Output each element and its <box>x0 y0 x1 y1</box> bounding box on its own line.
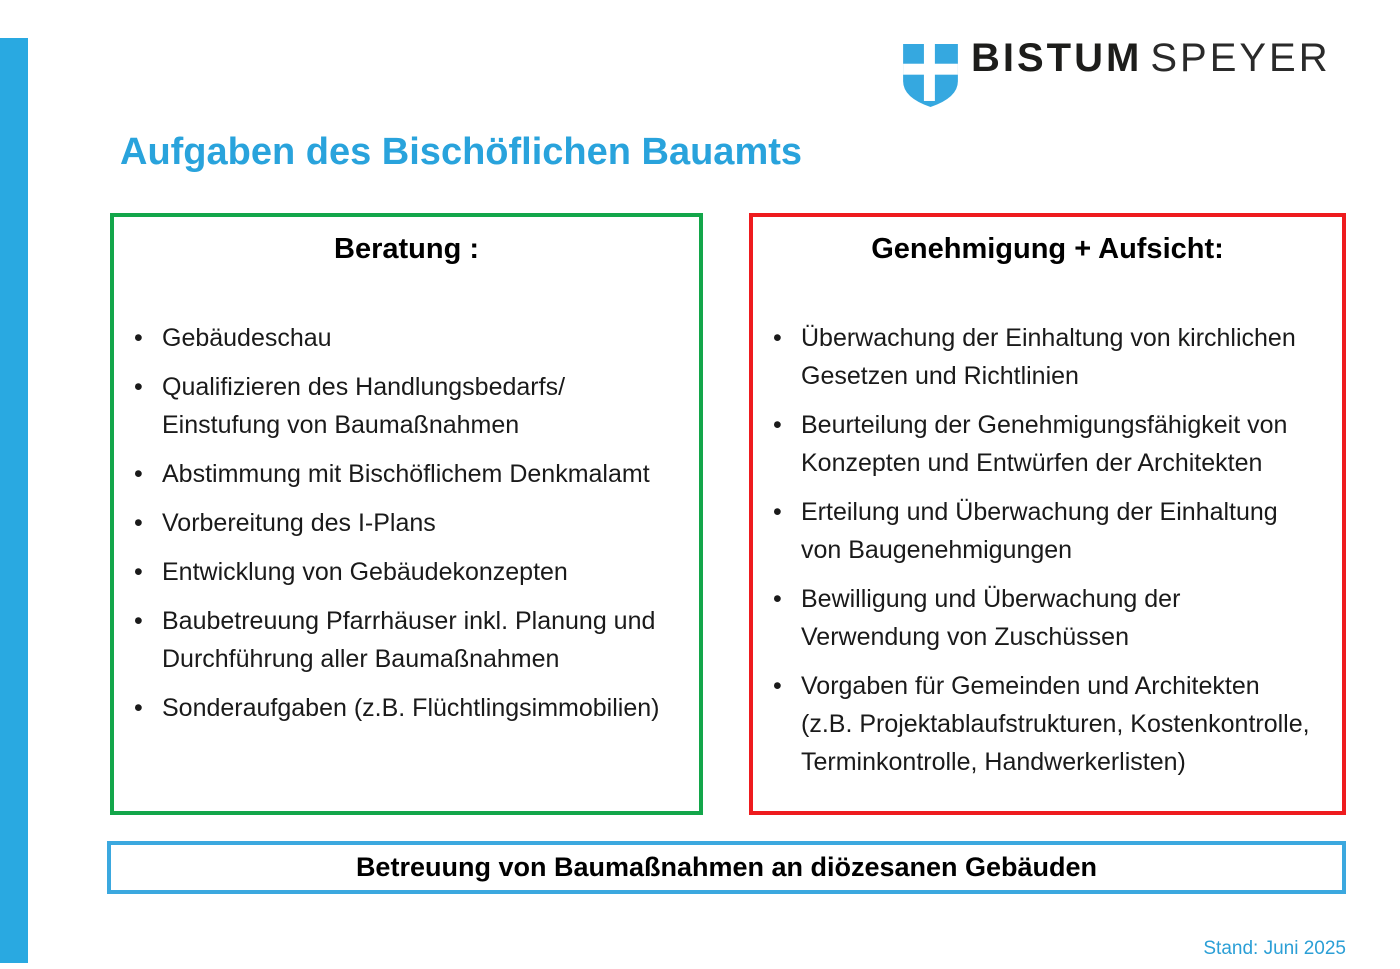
list-item: Erteilung und Überwachung der Einhaltung… <box>767 493 1336 569</box>
page-title: Aufgaben des Bischöflichen Bauamts <box>120 131 803 173</box>
left-accent-bar <box>0 38 28 963</box>
list-item: Vorbereitung des I-Plans <box>128 504 693 542</box>
list-item: Baubetreuung Pfarrhäuser inkl. Planung u… <box>128 602 693 678</box>
genehmigung-list: Überwachung der Einhaltung von kirchlich… <box>753 319 1342 781</box>
list-item: Gebäudeschau <box>128 319 693 357</box>
beratung-list: Gebäudeschau Qualifizieren des Handlungs… <box>114 319 699 727</box>
list-item: Qualifizieren des Handlungsbedarfs/ Eins… <box>128 368 693 444</box>
logo-text-bistum: BISTUM <box>971 36 1143 80</box>
shield-cross-icon <box>903 44 958 107</box>
list-item: Überwachung der Einhaltung von kirchlich… <box>767 319 1336 395</box>
bottom-banner: Betreuung von Baumaßnahmen an diözesanen… <box>107 841 1346 894</box>
list-item: Abstimmung mit Bischöflichem Denkmalamt <box>128 455 693 493</box>
genehmigung-aufsicht-box: Genehmigung + Aufsicht: Überwachung der … <box>749 213 1346 815</box>
list-item: Sonderaufgaben (z.B. Flüchtlingsimmobili… <box>128 689 693 727</box>
list-item: Vorgaben für Gemeinden und Architekten (… <box>767 667 1336 781</box>
genehmigung-box-title: Genehmigung + Aufsicht: <box>871 233 1224 265</box>
list-item: Beurteilung der Genehmigungsfähigkeit vo… <box>767 406 1336 482</box>
list-item: Entwicklung von Gebäudekonzepten <box>128 553 693 591</box>
beratung-box-title: Beratung : <box>334 233 479 265</box>
status-date: Stand: Juni 2025 <box>1203 938 1346 959</box>
list-item: Bewilligung und Überwachung der Verwendu… <box>767 580 1336 656</box>
logo-text-speyer: SPEYER <box>1150 36 1331 80</box>
beratung-box: Beratung : Gebäudeschau Qualifizieren de… <box>110 213 703 815</box>
banner-text: Betreuung von Baumaßnahmen an diözesanen… <box>355 852 1098 882</box>
